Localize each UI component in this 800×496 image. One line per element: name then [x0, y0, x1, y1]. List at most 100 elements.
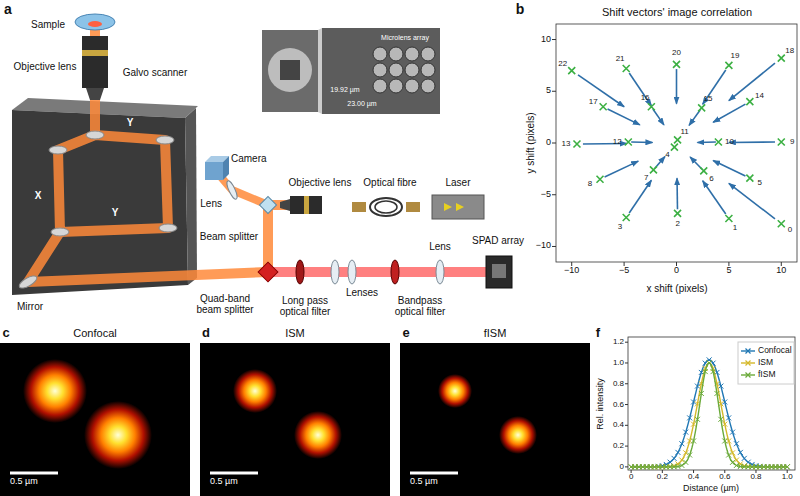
laser	[432, 195, 484, 219]
shift-arrow	[605, 161, 639, 177]
objective-lens-horizontal	[280, 196, 322, 214]
vector-plot	[556, 24, 797, 262]
shift-arrow	[729, 183, 775, 219]
beam-splitter	[258, 262, 278, 282]
profile-marker	[687, 415, 692, 420]
shift-arrow	[689, 110, 700, 125]
profile-plot	[625, 446, 628, 447]
point-number: 4	[665, 151, 669, 160]
part-name: Quad-band beam splitter	[190, 293, 260, 315]
inset-label: Microlens array	[381, 34, 429, 42]
point-number: 3	[618, 222, 622, 231]
axis-title: y shift (pixels)	[525, 112, 536, 173]
point-number: 11	[680, 127, 688, 136]
data-point	[698, 104, 705, 111]
bead-spot	[499, 416, 537, 454]
profile-marker	[703, 369, 708, 374]
tick-label: 1.0	[613, 359, 624, 368]
part-name: Laser	[445, 177, 470, 188]
part-name: Optical fibre	[363, 177, 416, 188]
profile-plot	[625, 342, 628, 343]
profile-marker	[679, 463, 684, 468]
objective-lens	[82, 36, 108, 88]
tick-label: 5	[546, 86, 551, 96]
microscope-image	[200, 343, 390, 496]
tick-label: −5	[541, 190, 551, 200]
spad-array	[486, 256, 512, 288]
mirror	[49, 146, 67, 154]
beam-splitter	[260, 197, 277, 214]
vector-plot	[552, 24, 797, 266]
point-number: 0	[788, 226, 792, 235]
data-point	[715, 138, 722, 145]
profile-marker	[699, 391, 704, 396]
shift-arrow	[676, 69, 678, 104]
profile-marker	[691, 438, 696, 443]
optical-filter	[296, 260, 399, 284]
objective-lens-horizontal	[304, 196, 309, 214]
inset-photo	[405, 63, 419, 77]
point-number: 17	[589, 97, 598, 106]
point-number: 7	[644, 174, 648, 183]
profile-marker	[679, 441, 684, 446]
part-name: SPAD array	[472, 235, 524, 246]
profile-marker	[691, 422, 696, 427]
profile-plot	[625, 383, 628, 384]
dimension: 19.92 µm	[330, 86, 359, 94]
panel-letter: c	[2, 326, 9, 340]
data-point	[778, 138, 785, 145]
tick-label: 10	[776, 266, 786, 276]
panel-letter: a	[4, 2, 12, 17]
tick-label: −10	[536, 242, 551, 252]
axis-name: Y	[112, 207, 119, 218]
point-number: 15	[704, 94, 713, 103]
data-point	[623, 65, 630, 72]
galvo-box	[185, 108, 197, 285]
bead-spot	[233, 369, 277, 413]
point-number: 14	[755, 92, 764, 101]
axis-name: X	[35, 190, 42, 201]
shift-arrow	[729, 63, 775, 100]
laser	[432, 195, 484, 219]
profile-curve	[631, 363, 787, 467]
lens-element	[331, 260, 444, 284]
data-point	[700, 167, 707, 174]
optical-fibre	[370, 198, 402, 216]
data-point	[600, 103, 607, 110]
objective-lens-horizontal	[290, 196, 322, 214]
data-point	[650, 166, 657, 173]
profile-marker	[707, 360, 712, 365]
part-name: Long pass optical filter	[273, 295, 337, 317]
point-number: 19	[731, 52, 740, 61]
profile-marker	[785, 464, 790, 469]
inset-photo	[405, 47, 419, 61]
profile-marker	[687, 453, 692, 458]
image-panel: ISM0.5 µm	[200, 343, 390, 496]
profile-marker	[683, 430, 688, 435]
bead-spot	[23, 359, 87, 423]
data-point	[673, 61, 680, 68]
tick-label: −5	[619, 266, 629, 276]
inset-photo	[373, 47, 387, 61]
shift-arrow	[608, 109, 640, 125]
profile-marker	[714, 391, 719, 396]
inset-photo	[373, 47, 435, 93]
part-name: Beam splitter	[200, 231, 258, 242]
point-number: 8	[588, 180, 592, 189]
tick-label: 10	[541, 35, 551, 45]
panel-title: fISM	[484, 327, 507, 339]
profile-marker	[738, 450, 743, 455]
inset-photo	[262, 30, 318, 112]
legend-text: ISM	[758, 358, 773, 367]
part-name: Lens	[200, 198, 222, 209]
sample-dish	[88, 21, 102, 27]
microscope-image	[400, 343, 590, 496]
data-point	[623, 214, 630, 221]
camera	[205, 156, 229, 180]
axis-title: Distance (µm)	[683, 484, 739, 494]
bead-spot	[438, 374, 472, 408]
profile-marker	[722, 438, 727, 443]
profile-marker	[734, 441, 739, 446]
data-point	[674, 136, 681, 143]
